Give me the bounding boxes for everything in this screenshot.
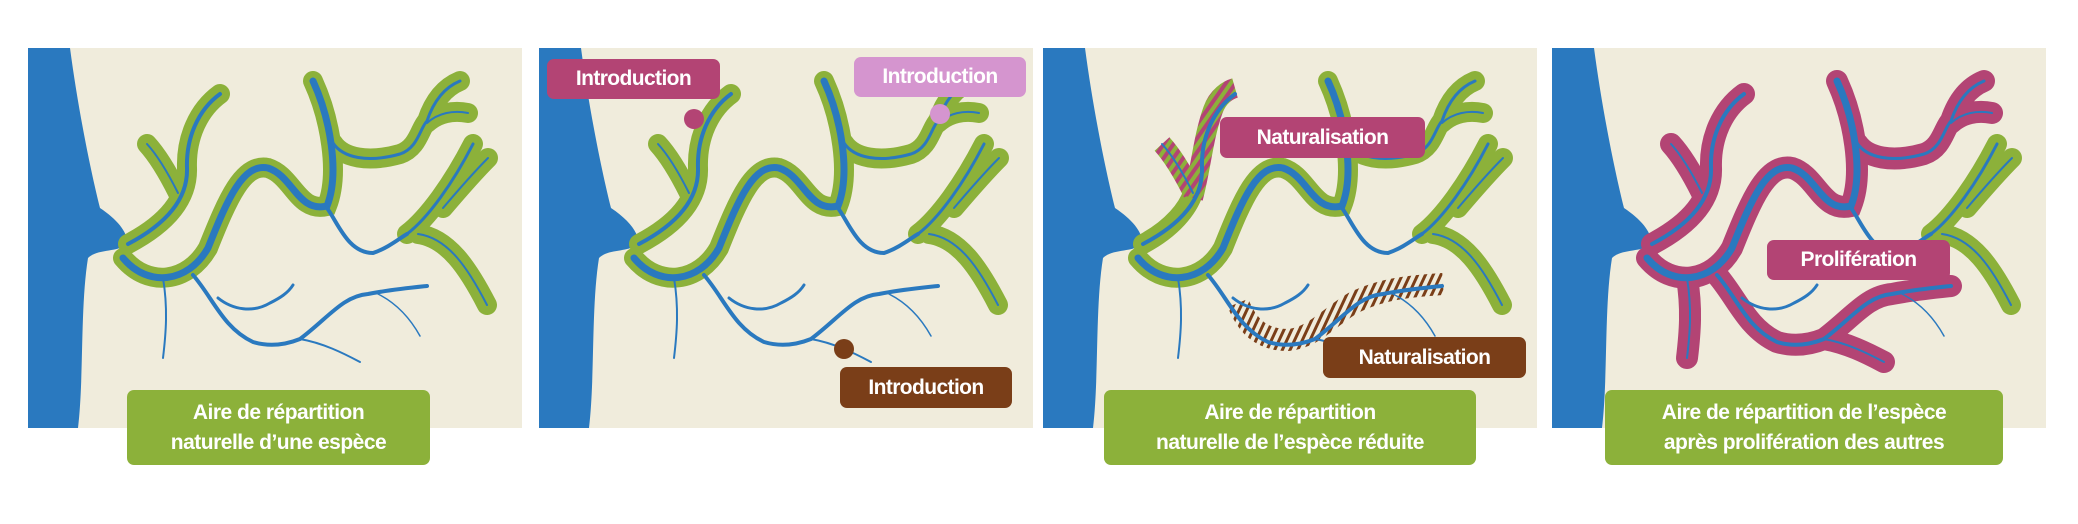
caption-line: Aire de répartition — [192, 400, 365, 424]
caption-line: naturelle d’une espèce — [170, 430, 387, 454]
panel-proliferation: Prolifération Aire de répartition de l’e… — [1552, 48, 2046, 465]
proliferation-label: Prolifération — [1767, 240, 1950, 280]
panel-natural-range: Aire de répartition naturelle d’une espè… — [28, 48, 522, 465]
river-map — [539, 48, 1033, 428]
river-map — [1552, 48, 2046, 428]
caption-box: Aire de répartition de l’espèce après pr… — [1605, 390, 2003, 465]
caption-line: après prolifération des autres — [1663, 430, 1945, 454]
caption-line: naturelle de l’espèce réduite — [1156, 430, 1424, 454]
panel-introduction: Introduction Introduction Introduction — [539, 48, 1033, 428]
introduction-point-magenta — [684, 109, 704, 129]
naturalisation-label-brown: Naturalisation — [1323, 337, 1526, 378]
naturalised-zone-magenta — [1162, 78, 1239, 198]
caption-line: Aire de répartition de l’espèce — [1661, 400, 1947, 424]
panel-naturalisation: Naturalisation Naturalisation Aire de ré… — [1043, 48, 1537, 465]
introduction-label-brown: Introduction — [840, 367, 1012, 408]
introduction-label-magenta: Introduction — [547, 59, 720, 99]
naturalisation-label-magenta: Naturalisation — [1220, 117, 1425, 158]
introduction-point-pink — [930, 104, 950, 124]
caption-box: Aire de répartition naturelle d’une espè… — [127, 390, 430, 465]
caption-line: Aire de répartition — [1204, 400, 1376, 424]
introduction-label-pink: Introduction — [854, 57, 1026, 97]
naturalised-zone-brown — [1227, 273, 1444, 352]
introduction-point-brown — [834, 339, 854, 359]
caption-box: Aire de répartition naturelle de l’espèc… — [1104, 390, 1476, 465]
river-map — [28, 48, 522, 428]
